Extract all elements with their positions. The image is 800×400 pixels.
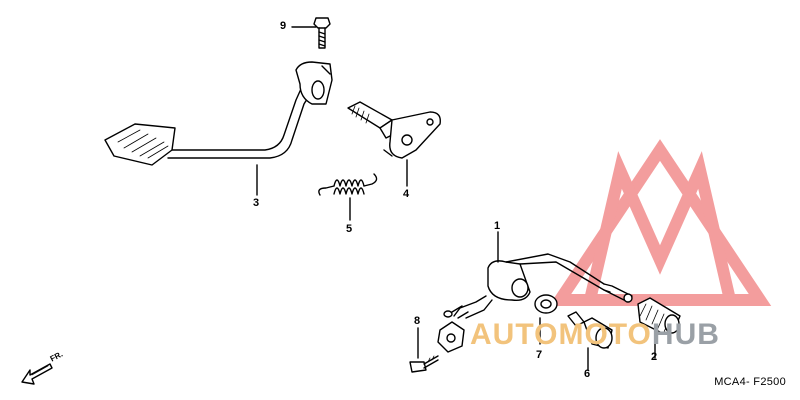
watermark-text: AUTOMOTOHUB [470,318,720,352]
bolt-part-9 [313,17,331,49]
callout-6: 6 [584,368,591,380]
pin-part-6 [567,311,613,349]
callout-2: 2 [651,351,658,363]
callout-8: 8 [414,315,421,327]
front-direction-arrow-icon [21,363,53,385]
watermark-logo [548,139,772,306]
callout-4: 4 [403,188,410,200]
watermark-text-part3: HUB [651,318,720,351]
callout-3: 3 [253,197,260,209]
callout-7: 7 [536,349,543,361]
watermark-text-part1: AUTO [470,318,559,351]
callout-9: 9 [280,20,287,32]
brake-pedal-part-3 [104,61,333,166]
spring-part-5 [318,173,378,196]
washer-part-7 [534,294,558,314]
bolt-part-8 [409,355,439,373]
rubber-peg-part-2 [637,297,681,335]
pivot-shaft-part-4 [347,101,441,159]
watermark-text-part2: MOTO [558,318,652,351]
callout-1: 1 [494,220,501,232]
callout-5: 5 [346,223,353,235]
diagram-code: MCA4- F2500 [714,376,786,388]
gearshift-pedal-part-1 [437,253,633,353]
